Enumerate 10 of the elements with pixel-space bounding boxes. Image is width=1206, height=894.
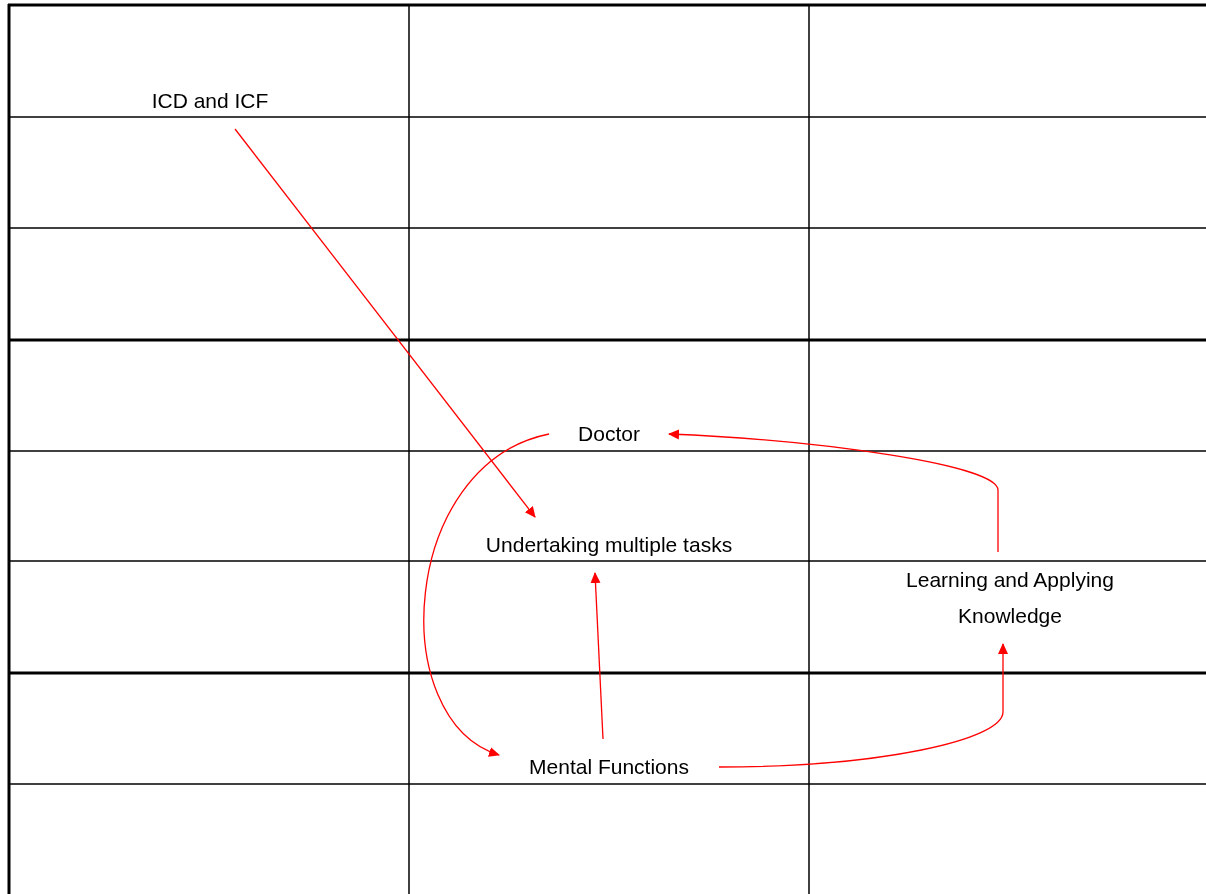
arrow	[423, 433, 550, 756]
arrow	[718, 643, 1008, 768]
node-label: Undertaking multiple tasks	[484, 532, 734, 558]
node-label: Learning and Applying Knowledge	[905, 567, 1115, 629]
arrow	[590, 572, 604, 740]
node-label: Mental Functions	[528, 754, 690, 780]
arrow	[234, 128, 536, 518]
node-label: ICD and ICF	[150, 88, 270, 114]
node-label: Doctor	[577, 421, 641, 447]
arrow	[668, 429, 999, 553]
